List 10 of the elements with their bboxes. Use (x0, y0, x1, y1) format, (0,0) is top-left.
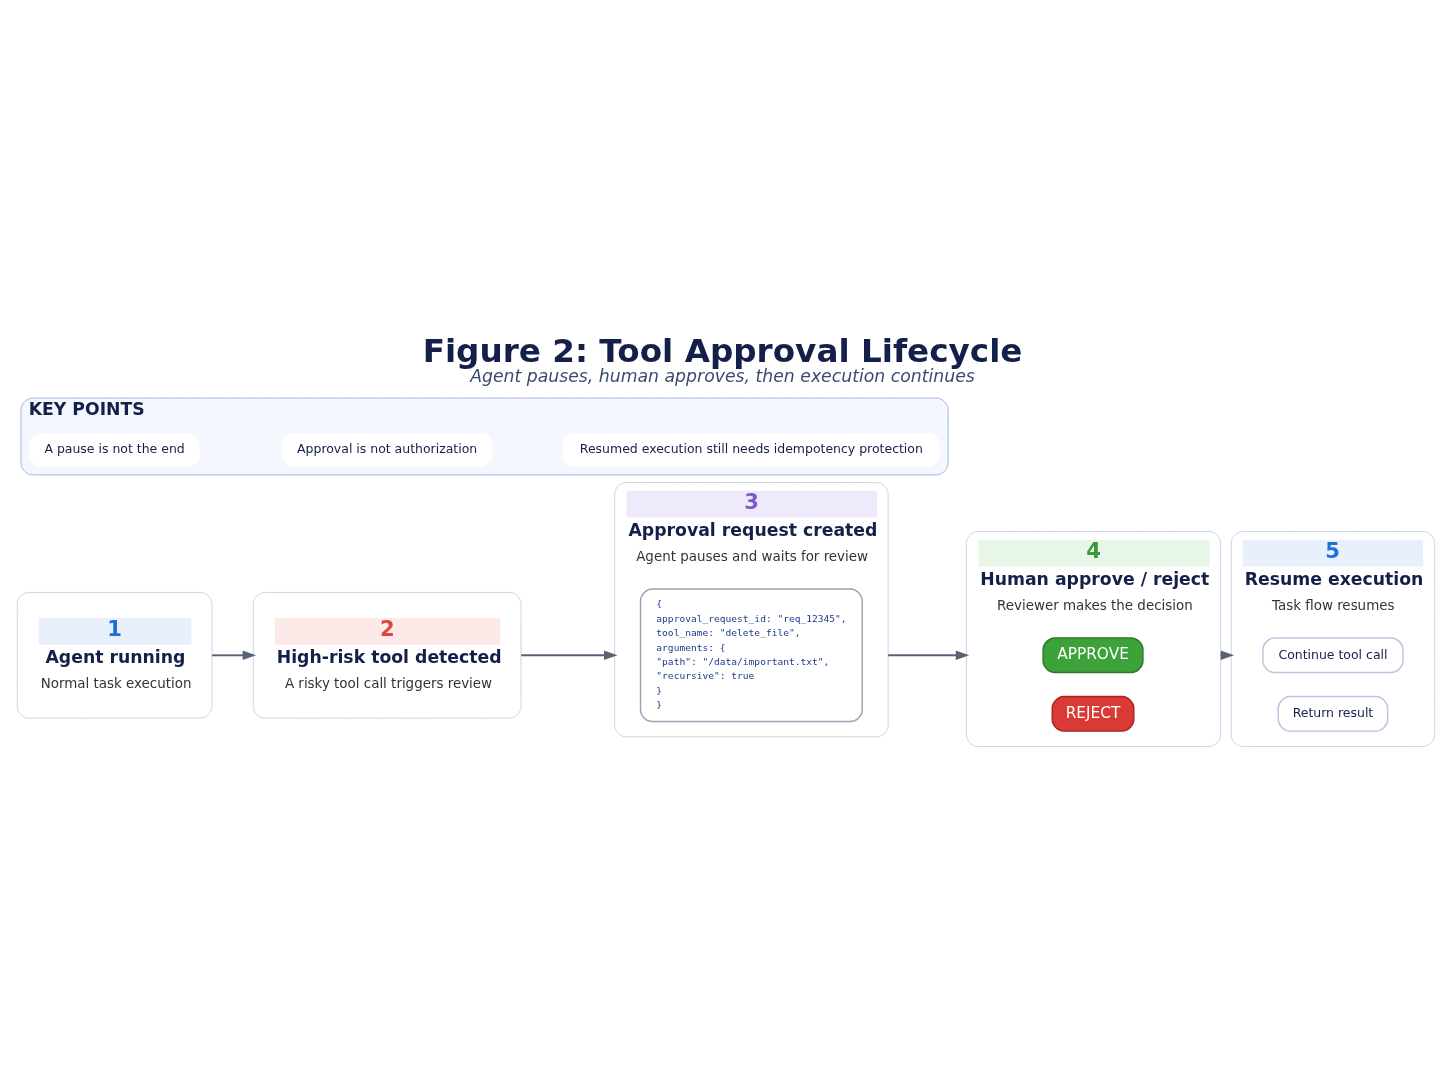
arrow (520, 650, 618, 660)
node-box: Return result (1277, 695, 1389, 732)
node-box: 1 Agent running Normal task execution (16, 591, 213, 719)
node-box: 2 High-risk tool detected A risky tool call triggers review (252, 591, 522, 719)
node-box: REJECT (1051, 695, 1135, 732)
arrow (211, 650, 257, 660)
arrow (887, 650, 970, 660)
node-box: { approval_request_id: "req_12345", tool_name: "delete_file", arguments: { "path": "/data/important.txt", "recursive": true } } (639, 587, 863, 722)
node-box: APPROVE (1042, 636, 1144, 673)
node-box: Continue tool call (1262, 636, 1404, 673)
